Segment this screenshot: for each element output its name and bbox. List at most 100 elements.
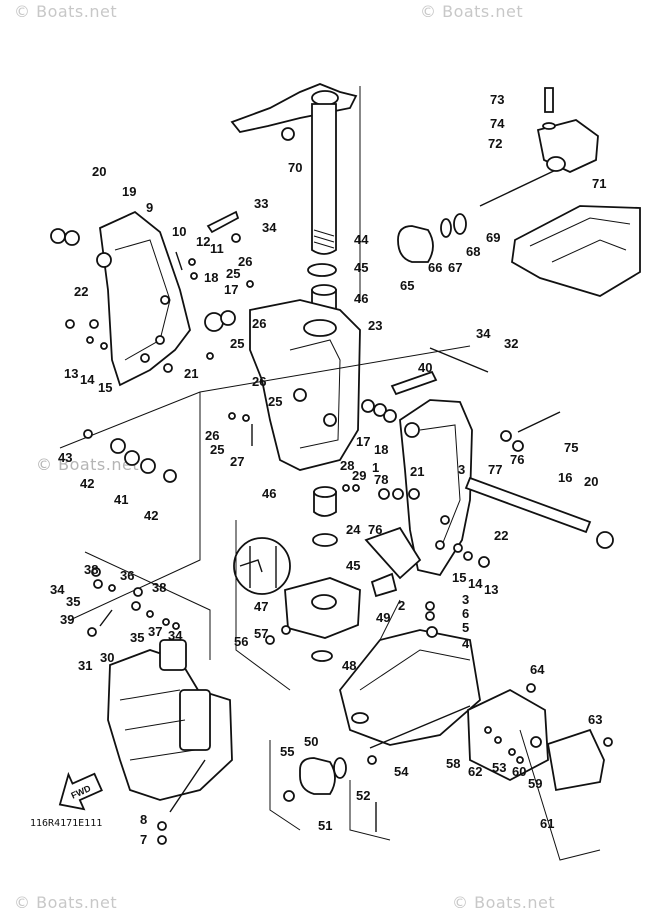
callout-62: 62 [468,764,482,779]
callout-25: 25 [230,336,244,351]
callout-17: 17 [224,282,238,297]
diagram-code: 116R4171E111 [30,818,103,829]
right-clamp-bracket [399,399,473,577]
detail-inset [233,537,291,595]
rod-32 [429,347,489,373]
callout-25: 25 [210,442,224,457]
callout-7: 7 [140,832,147,847]
callout-63: 63 [588,712,602,727]
callout-37: 37 [148,624,162,639]
callout-35: 35 [130,630,144,645]
callout-3: 3 [458,462,465,477]
callout-34: 34 [168,628,183,643]
watermark-bottom-right: © Boats.net [452,893,556,912]
callout-58: 58 [446,756,460,771]
callout-8: 8 [140,812,147,827]
callout-2: 2 [398,598,405,613]
watermark-bottom-left: © Boats.net [14,893,118,912]
callout-10: 10 [172,224,186,239]
callout-9: 9 [146,200,153,215]
callout-21: 21 [410,464,424,479]
bolt-54 [369,705,471,749]
callout-36: 36 [120,568,134,583]
callout-31: 31 [78,658,92,673]
callout-54: 54 [394,764,409,779]
callout-38: 38 [84,562,98,577]
callout-42: 42 [144,508,158,523]
callout-65: 65 [400,278,414,293]
tilt-pin [390,370,438,396]
callout-29: 29 [352,468,366,483]
swivel-bracket [249,299,361,471]
callout-60: 60 [512,764,526,779]
callout-33: 33 [254,196,268,211]
callout-64: 64 [530,662,545,677]
callout-68: 68 [466,244,480,259]
callout-20: 20 [92,164,106,179]
callout-72: 72 [488,136,502,151]
callout-71: 71 [592,176,606,191]
callout-15: 15 [452,570,466,585]
steering-shaft [307,103,337,277]
callout-25: 25 [268,394,282,409]
steering-arm [230,83,358,141]
callout-17: 17 [356,434,370,449]
reference-lines [59,86,601,861]
callout-45: 45 [346,558,360,573]
callout-75: 75 [564,440,578,455]
callout-78: 78 [374,472,388,487]
callout-1: 1 [372,460,379,475]
callout-53: 53 [492,760,506,775]
callout-50: 50 [304,734,318,749]
callout-38: 38 [152,580,166,595]
callout-49: 49 [376,610,390,625]
callout-16: 16 [558,470,572,485]
callout-47: 47 [254,599,268,614]
callout-55: 55 [280,744,294,759]
callout-3: 3 [462,592,469,607]
callout-35: 35 [66,594,80,609]
callout-39: 39 [60,612,74,627]
mount-clamp [536,87,599,173]
callout-66: 66 [428,260,442,275]
callout-27: 27 [230,454,244,469]
callout-46: 46 [262,486,276,501]
callout-34: 34 [262,220,277,235]
callout-18: 18 [204,270,218,285]
bolt-69 [479,167,561,207]
rubber-mount-lower [283,757,347,802]
callout-21: 21 [184,366,198,381]
callout-56: 56 [234,634,248,649]
callout-30: 30 [100,650,114,665]
callout-70: 70 [288,160,302,175]
callout-48: 48 [342,658,356,673]
callout-26: 26 [252,374,266,389]
left-clamp-bracket [96,210,191,387]
watermark-middle-left: © Boats.net [36,455,140,474]
callout-42: 42 [80,476,94,491]
callout-14: 14 [80,372,95,387]
callout-26: 26 [238,254,252,269]
stern-bracket-lower [339,629,481,746]
callout-6: 6 [462,606,469,621]
callout-15: 15 [98,380,112,395]
lower-bushing [312,486,338,547]
callout-26: 26 [252,316,266,331]
mount-bracket-plate [511,205,641,297]
watermark-top-left: © Boats.net [14,2,118,21]
callout-67: 67 [448,260,462,275]
callout-73: 73 [490,92,504,107]
upper-mount [284,577,361,639]
callout-43: 43 [58,450,72,465]
callout-34: 34 [476,326,491,341]
callout-51: 51 [318,818,332,833]
callout-19: 19 [122,184,136,199]
fwd-arrow: FWD [58,771,103,811]
power-tilt-unit [107,639,233,813]
callout-45: 45 [354,260,368,275]
callout-44: 44 [354,232,369,247]
callout-76: 76 [368,522,382,537]
fasteners [50,210,613,845]
